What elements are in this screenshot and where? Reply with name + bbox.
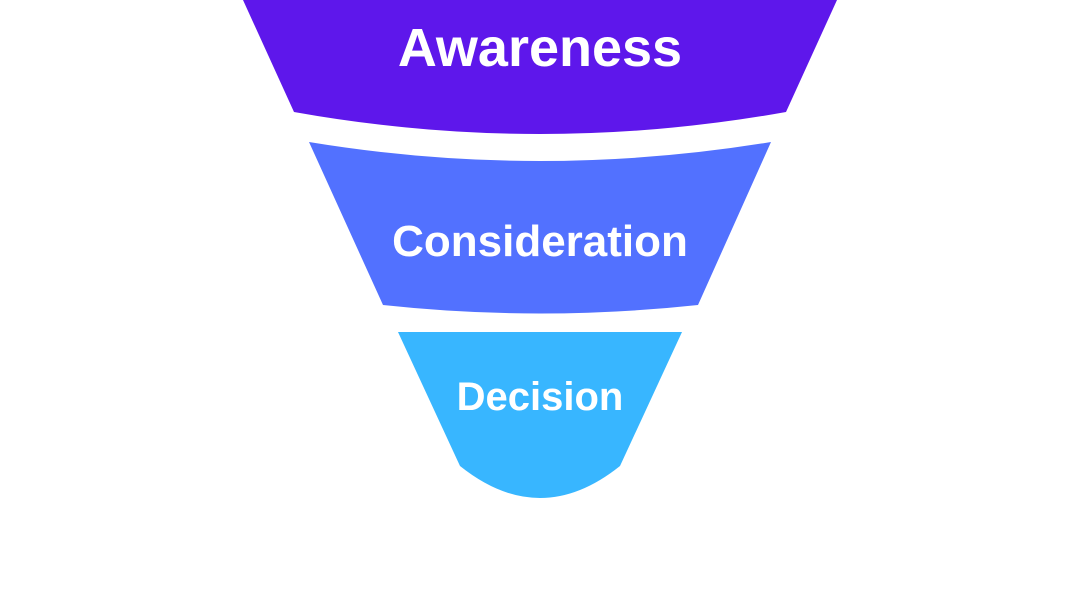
stage-label-consideration: Consideration <box>392 217 688 266</box>
funnel-stage-awareness: Awareness <box>243 0 837 134</box>
funnel-segment-decision <box>398 332 682 498</box>
funnel-segment-consideration <box>309 142 771 314</box>
stage-label-decision: Decision <box>457 375 624 419</box>
funnel-stage-decision: Decision <box>398 332 682 498</box>
funnel-stage-consideration: Consideration <box>309 142 771 314</box>
stage-label-awareness: Awareness <box>398 18 682 78</box>
funnel-segment-awareness <box>243 0 837 134</box>
